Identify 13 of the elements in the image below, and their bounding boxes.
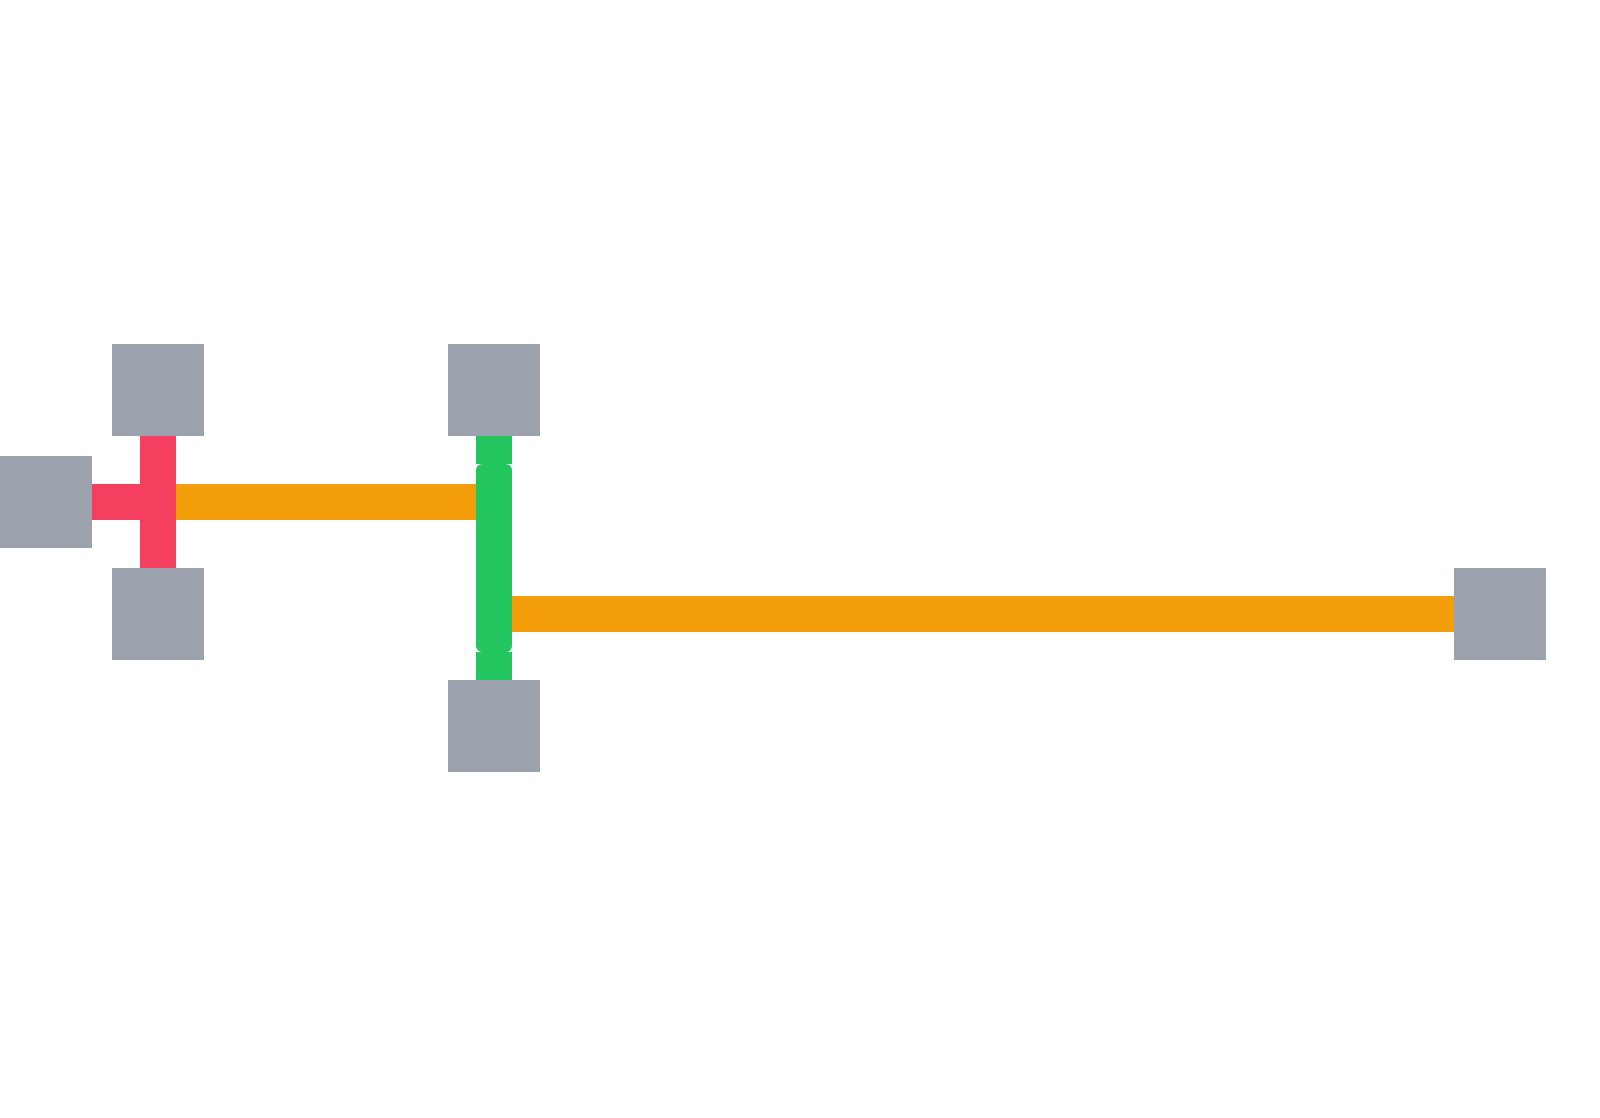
connector-line bbox=[512, 596, 1454, 632]
connector-line bbox=[176, 484, 476, 520]
square-node bbox=[1454, 568, 1546, 660]
square-node bbox=[0, 456, 92, 548]
square-node bbox=[448, 344, 540, 436]
connector-line bbox=[140, 520, 176, 568]
square-node bbox=[112, 344, 204, 436]
square-node bbox=[112, 568, 204, 660]
square-node bbox=[448, 680, 540, 772]
connector-line bbox=[476, 436, 512, 464]
connector-line bbox=[92, 484, 140, 520]
connector-line bbox=[476, 652, 512, 680]
connector-line bbox=[140, 436, 176, 484]
